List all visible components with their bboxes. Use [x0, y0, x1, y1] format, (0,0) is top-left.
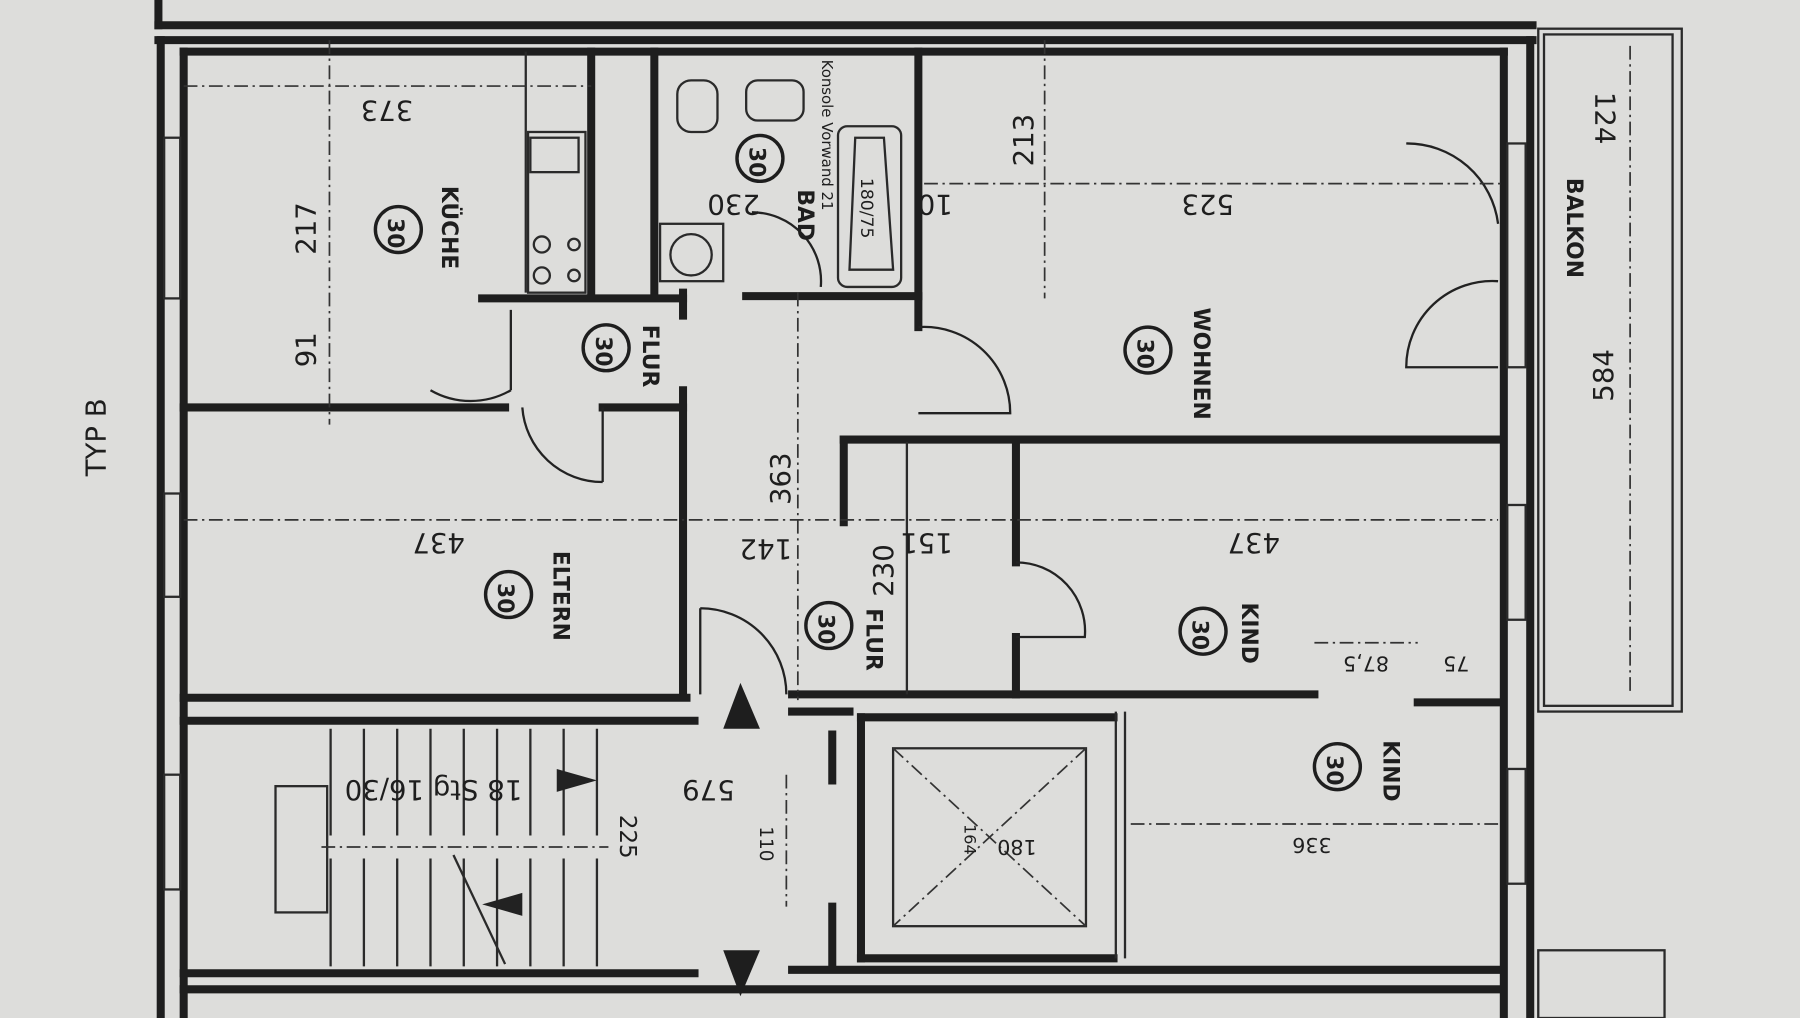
interior-walls — [179, 47, 1503, 978]
room-code: 30 — [1321, 755, 1346, 785]
dim-label: 87,5 — [1343, 651, 1389, 675]
dim-label: 523 — [1181, 188, 1234, 220]
room-code: 30 — [1187, 620, 1212, 650]
dim-label: 225 — [614, 815, 640, 859]
room-name: KIND — [1377, 740, 1402, 801]
dim-label: 164 — [960, 824, 979, 855]
staircase — [274, 728, 609, 967]
room-code: 30 — [744, 147, 769, 177]
room-name: KÜCHE — [436, 186, 462, 269]
room-name: WOHNEN — [1188, 308, 1213, 420]
bath-note: Konsole Vorwand 21 — [818, 60, 836, 211]
dimension-lines — [183, 40, 1631, 907]
doors — [429, 142, 1500, 695]
room-child-1: 30 KIND 437 87,5 75 — [1178, 527, 1469, 675]
room-name: KIND — [1236, 603, 1261, 664]
room-name: BAD — [792, 189, 817, 241]
room-code: 30 — [1132, 339, 1157, 369]
room-bath: 30 BAD Konsole Vorwand 21 180/75 230 10 — [707, 60, 952, 241]
dim-label: 110 — [755, 826, 776, 861]
room-hall-lower: 30 FLUR 230 151 — [804, 527, 953, 671]
arrow-down-icon — [482, 892, 523, 916]
room-code: 30 — [382, 218, 407, 248]
dim-label: 363 — [765, 452, 797, 505]
room-name: FLUR — [637, 325, 662, 388]
dim-label: 437 — [412, 527, 465, 559]
dim-label: 230 — [868, 544, 900, 597]
room-name: FLUR — [861, 608, 886, 671]
dim-label: 124 — [1589, 92, 1621, 145]
room-code: 30 — [492, 583, 517, 613]
dim-label: 584 — [1588, 349, 1620, 402]
dim-label: 75 — [1443, 651, 1469, 675]
dim-label: 217 — [291, 202, 323, 255]
room-living: 30 WOHNEN 213 523 — [1008, 114, 1234, 420]
fixtures — [526, 79, 1088, 928]
room-name: ELTERN — [547, 551, 572, 641]
dim-label: 230 — [707, 188, 760, 220]
balcony-labels: BALKON 124 584 — [1561, 92, 1621, 402]
dim-label: 579 — [682, 773, 735, 805]
room-child-2: 30 KIND 336 — [1292, 740, 1402, 857]
dim-label: 151 — [900, 527, 953, 559]
arrow-up-icon — [556, 768, 597, 792]
dim-label: 142 — [740, 532, 793, 564]
bathtub-size: 180/75 — [856, 178, 876, 239]
dim-label: 213 — [1008, 114, 1040, 167]
dim-label: 10 — [918, 188, 953, 220]
entrance-arrow-icon — [723, 950, 760, 997]
room-hall-upper: 30 FLUR — [581, 323, 662, 388]
stair-spec: 18 Stg 16/30 — [345, 773, 523, 805]
outer-walls — [154, 36, 1537, 1018]
room-kitchen: 30 KÜCHE 373 217 91 — [291, 94, 462, 367]
room-name: BALKON — [1561, 178, 1586, 278]
entrance-arrow-icon — [723, 682, 760, 729]
stair-labels: 579 18 Stg 16/30 225 110 180 164 — [345, 773, 1037, 861]
plan-title: TYP B — [81, 398, 113, 477]
dim-label: 373 — [361, 94, 414, 126]
room-code: 30 — [812, 614, 837, 644]
dim-label: 437 — [1227, 527, 1280, 559]
dim-label: 180 — [997, 835, 1036, 859]
dim-label: 336 — [1292, 833, 1331, 857]
room-parents: 30 ELTERN 437 363 142 — [412, 452, 796, 640]
room-code: 30 — [590, 336, 615, 366]
balcony — [1537, 27, 1683, 1018]
neighbour-walls — [154, 0, 1537, 994]
dim-label: 91 — [291, 332, 323, 367]
